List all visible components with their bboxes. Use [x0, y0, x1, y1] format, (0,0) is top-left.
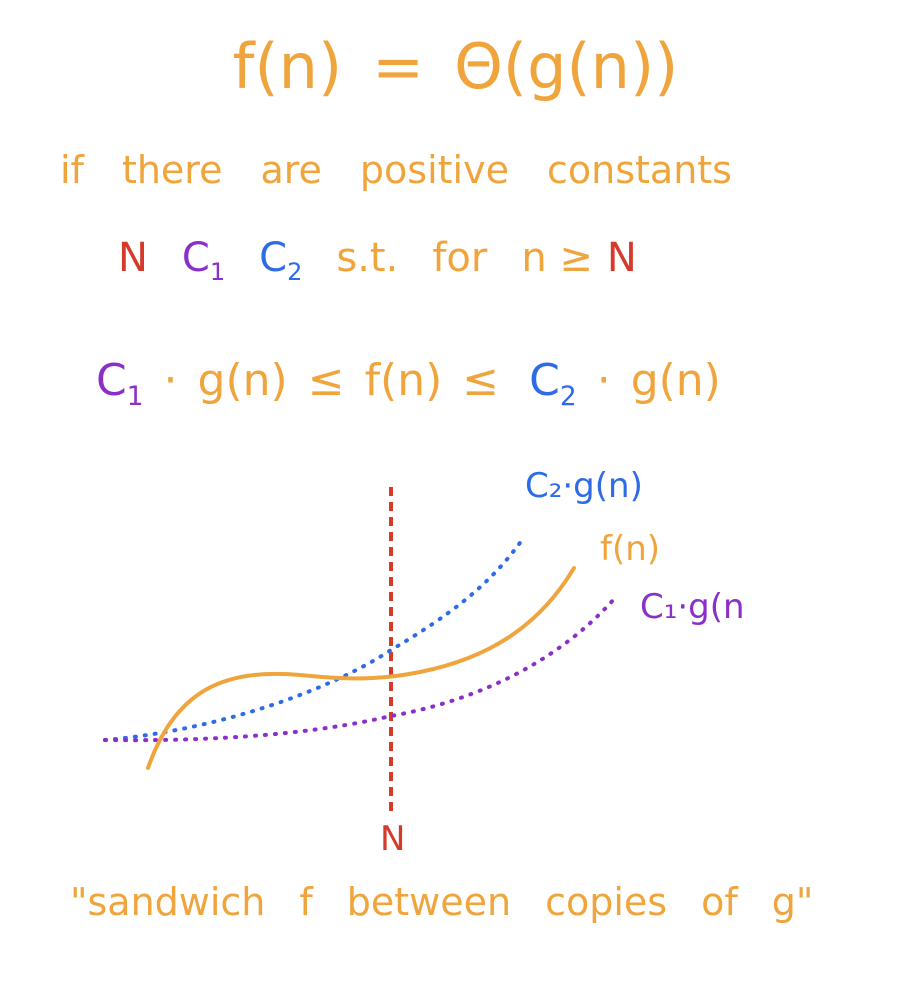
label-upper-bound: C₂·g(n) — [525, 466, 643, 506]
definition-text: if there are positive constants — [0, 148, 911, 192]
definition-word: constants — [546, 148, 732, 192]
title-equals: = — [372, 30, 425, 103]
inequality-dot: · — [596, 355, 611, 406]
label-lower-bound: C₁·g(n — [640, 587, 745, 627]
constant-n: N — [118, 235, 148, 281]
quote-word: "sandwich — [70, 880, 266, 924]
constant-c2: C2 — [259, 235, 302, 286]
quote-word: copies — [545, 880, 668, 924]
definition-word: positive — [359, 148, 509, 192]
inequality-g-right: g(n) — [630, 355, 721, 406]
lower-bound-curve — [103, 596, 617, 743]
quote-word: between — [346, 880, 512, 924]
for-word: for — [432, 235, 488, 281]
inequality-f: f(n) — [364, 355, 443, 406]
definition-word: are — [260, 148, 322, 192]
inequality-g-left: g(n) — [197, 355, 288, 406]
condition-n-geq: n ≥ — [521, 235, 593, 281]
quote-word: of — [701, 880, 738, 924]
quote-word: f — [299, 880, 313, 924]
upper-bound-curve — [103, 538, 524, 742]
constants-line: N C1 C2 s.t. for n ≥ N — [0, 235, 911, 286]
label-f: f(n) — [600, 529, 660, 569]
constant-c2-letter: C — [259, 235, 288, 281]
inequality-c1: C1 — [96, 355, 144, 412]
constant-c2-subscript: 2 — [287, 258, 303, 286]
label-threshold-n: N — [380, 819, 405, 859]
inequality-le-left: ≤ — [307, 355, 345, 406]
constant-c1-subscript: 1 — [209, 258, 226, 286]
title-lhs: f(n) — [232, 30, 343, 103]
inequality-c1-letter: C — [96, 355, 127, 406]
inequality-le-right: ≤ — [462, 355, 500, 406]
title-rhs: Θ(g(n)) — [454, 30, 679, 103]
quote-word: g" — [771, 880, 814, 924]
inequality-formula: C1 · g(n) ≤ f(n) ≤ C2 · g(n) — [0, 355, 911, 412]
inequality-c2: C2 — [529, 355, 577, 412]
inequality-c1-subscript: 1 — [126, 380, 144, 412]
sandwich-quote: "sandwich f between copies of g" — [0, 880, 911, 924]
condition-n-value: N — [606, 235, 637, 281]
inequality-c2-subscript: 2 — [559, 380, 577, 412]
title-formula: f(n) = Θ(g(n)) — [0, 30, 911, 103]
inequality-c2-letter: C — [529, 355, 560, 406]
constant-c1: C1 — [182, 235, 225, 286]
definition-word: there — [121, 148, 223, 192]
f-curve — [146, 566, 576, 770]
constant-c1-letter: C — [181, 235, 210, 281]
inequality-dot: · — [163, 355, 178, 406]
such-that: s.t. — [336, 235, 399, 281]
definition-word: if — [60, 148, 84, 192]
